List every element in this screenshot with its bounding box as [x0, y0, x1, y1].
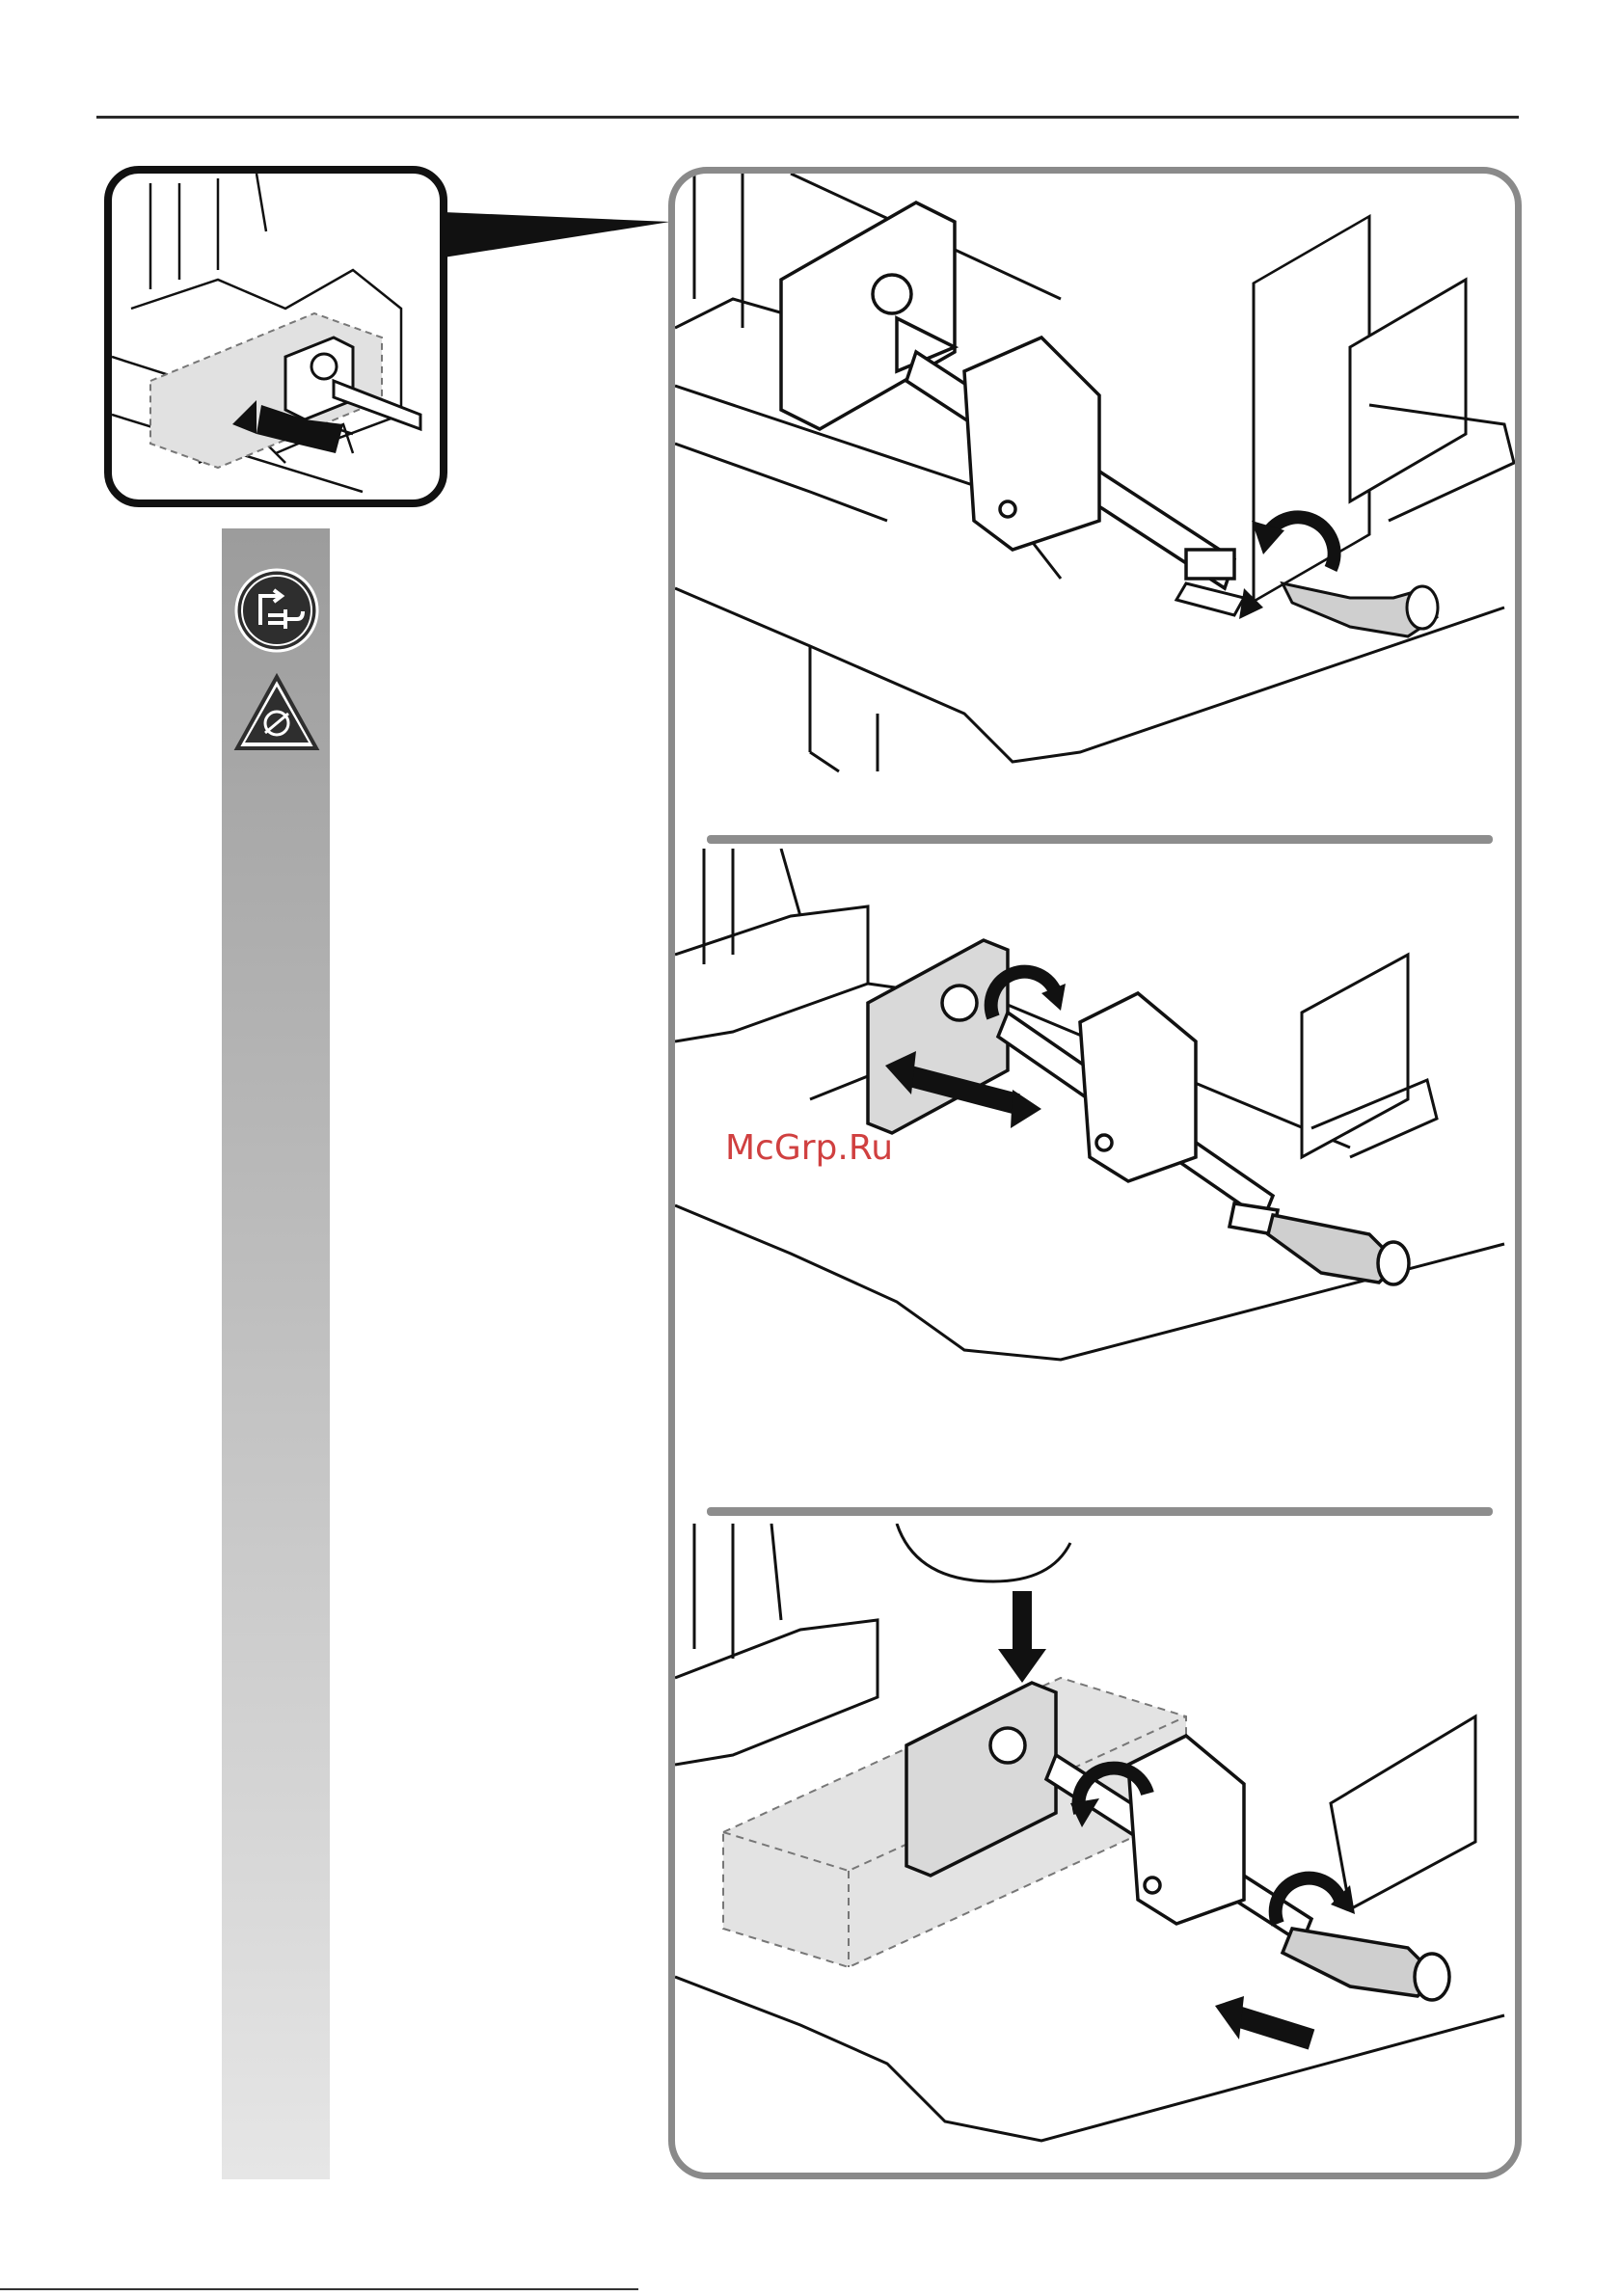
step-divider-2 — [707, 1507, 1493, 1516]
main-illustration-panel: McGrp.Ru — [668, 167, 1522, 2179]
unplug-power-icon — [233, 567, 320, 654]
wear-gloves-warning-icon — [233, 673, 320, 754]
watermark-text: McGrp.Ru — [725, 1128, 893, 1168]
step-2-figure — [675, 849, 1515, 1514]
step-1-figure — [675, 174, 1515, 839]
handle-knob — [1283, 583, 1438, 636]
watermark: McGrp.Ru — [725, 1128, 893, 1168]
header-rule — [96, 116, 1519, 119]
callout-pointer — [444, 204, 675, 272]
push-arrow-icon — [1176, 583, 1263, 619]
inset-illustration — [112, 174, 440, 500]
step-divider-1 — [707, 835, 1493, 844]
footer-rule — [0, 2288, 638, 2290]
step-3-figure — [675, 1524, 1515, 2179]
inset-detail-panel — [104, 166, 447, 507]
sidebar-strip — [222, 528, 330, 2179]
